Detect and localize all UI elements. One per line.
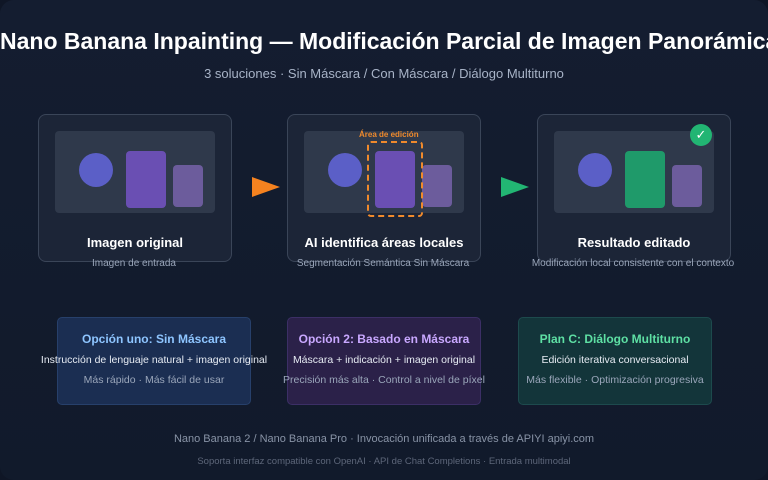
step-result-panel: Resultado editado <box>537 114 731 262</box>
orange-arrow-icon <box>252 177 280 197</box>
step-title: AI identifica áreas locales <box>304 235 464 250</box>
option-desc: Máscara + indicación + imagen original <box>292 354 476 366</box>
option-title: Plan C: Diálogo Multiturno <box>539 332 691 346</box>
circle-shape <box>79 153 113 187</box>
option-note: Más flexible · Optimización progresiva <box>526 374 704 386</box>
page-title: Nano Banana Inpainting — Modificación Pa… <box>0 28 768 54</box>
footer-line-1: Nano Banana 2 / Nano Banana Pro · Invoca… <box>173 433 595 445</box>
step-subtitle: Segmentación Semántica Sin Máscara <box>296 258 470 269</box>
footer-line-2: Soporta interfaz compatible con OpenAI ·… <box>197 456 571 467</box>
result-image-canvas <box>554 131 714 213</box>
step-title: Imagen original <box>86 235 184 250</box>
option-title: Opción uno: Sin Máscara <box>81 332 227 346</box>
edited-rect-shape <box>625 151 665 208</box>
option-desc: Edición iterativa conversacional <box>541 354 689 366</box>
option-card-no-mask: Opción uno: Sin Máscara Instrucción de l… <box>41 317 267 405</box>
option-card-multiturn: Plan C: Diálogo Multiturno Edición itera… <box>518 317 712 405</box>
small-rect-shape <box>672 165 702 207</box>
tall-rect-shape <box>126 151 166 208</box>
page-subtitle: 3 soluciones · Sin Máscara / Con Máscara… <box>204 66 564 81</box>
option-card-mask: Opción 2: Basado en Máscara Máscara + in… <box>283 317 485 405</box>
step-original-panel: Imagen original <box>38 114 232 262</box>
circle-shape <box>328 153 362 187</box>
tall-rect-shape <box>375 151 415 208</box>
check-icon: ✓ <box>690 124 712 146</box>
segmented-image-canvas <box>304 131 464 213</box>
option-title: Opción 2: Basado en Máscara <box>298 332 470 346</box>
step-subtitle: Imagen de entrada <box>92 258 176 269</box>
original-image-canvas <box>55 131 215 213</box>
option-note: Precisión más alta · Control a nivel de … <box>283 374 485 386</box>
option-desc: Instrucción de lenguaje natural + imagen… <box>40 354 268 366</box>
edit-area-label: Área de edición <box>359 130 419 139</box>
circle-shape <box>578 153 612 187</box>
option-note: Más rápido · Más fácil de usar <box>83 374 225 386</box>
edit-area-highlight <box>367 141 423 217</box>
step-subtitle: Modificación local consistente con el co… <box>531 258 735 269</box>
small-rect-shape <box>173 165 203 207</box>
small-rect-shape <box>422 165 452 207</box>
green-arrow-icon <box>501 177 529 197</box>
step-title: Resultado editado <box>577 235 691 250</box>
step-identify-panel: Área de edición AI identifica áreas loca… <box>287 114 481 262</box>
